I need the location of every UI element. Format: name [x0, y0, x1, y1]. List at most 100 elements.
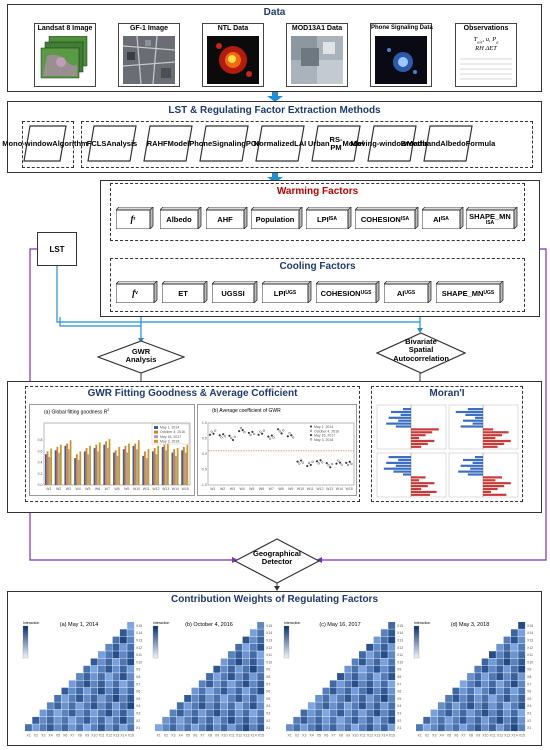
- heatmap-cell: [220, 687, 228, 695]
- heatmap-cell: [257, 709, 265, 717]
- heatmap-cell: [257, 636, 265, 644]
- coef-point: [268, 437, 272, 440]
- heatmap-cell: [481, 673, 489, 680]
- heatmap-x-label: X12: [106, 734, 112, 738]
- heatmap-cell: [90, 658, 98, 666]
- heatmap-x-label: X4: [178, 734, 182, 738]
- heatmap-cell: [337, 673, 344, 680]
- heatmap-cell: [467, 687, 474, 695]
- heatmap-cell: [307, 702, 315, 710]
- heatmap-y-label: X7: [527, 682, 531, 686]
- heatmap-cell: [184, 709, 192, 717]
- factor-subscript: UGS: [483, 290, 495, 296]
- heatmap-x-label: X2: [425, 734, 429, 738]
- heatmap-cell: [127, 643, 135, 651]
- heatmap-cell: [249, 680, 257, 688]
- bar: [147, 449, 150, 485]
- bar: [93, 448, 96, 485]
- coef-point: [299, 459, 303, 462]
- heatmap-cell: [235, 695, 243, 702]
- heatmap-cell: [249, 673, 257, 680]
- x-tick-label: W13: [326, 487, 333, 491]
- heatmap-cell: [510, 716, 518, 724]
- heatmap-y-label: X12: [266, 646, 272, 650]
- heatmap-cell: [213, 709, 221, 717]
- heatmap-cell: [329, 687, 337, 695]
- x-tick-label: W1: [210, 487, 215, 491]
- warming-group: [110, 183, 525, 241]
- data-section: Data Landsat 8 Image GF-1 Image: [7, 4, 542, 92]
- legend-entry: May 3, 2018: [160, 439, 179, 443]
- heatmap-cell: [105, 651, 113, 659]
- lst-label: LST: [49, 244, 65, 254]
- heatmap-cell: [474, 673, 482, 680]
- heatmap-cell: [46, 724, 54, 732]
- heatmap-x-label: X6: [324, 734, 328, 738]
- moran-bar-negative: [386, 422, 411, 425]
- heatmap-cell: [119, 695, 127, 702]
- heatmap-x-label: X15: [389, 734, 395, 738]
- coef-point: [241, 428, 244, 432]
- heatmap-cell: [220, 658, 228, 666]
- factor-label: f: [132, 288, 136, 298]
- coef-point: [272, 436, 275, 439]
- moran-bar-negative: [388, 416, 411, 419]
- heatmap-cell: [351, 680, 359, 688]
- moran-bar-negative: [467, 473, 483, 476]
- heatmap-cell: [351, 687, 359, 695]
- bar: [122, 449, 125, 485]
- factor-label: AI: [433, 214, 441, 224]
- heatmap-cell: [235, 687, 243, 695]
- heatmap-cell: [351, 695, 359, 702]
- coef-point: [218, 434, 221, 437]
- factor-subscript: UGS: [404, 290, 416, 296]
- factor-label: LPI: [316, 214, 329, 224]
- heatmap-cell: [127, 673, 135, 680]
- heatmap-cell: [112, 680, 120, 688]
- heatmap-cell: [191, 702, 199, 710]
- heatmap-cell: [119, 629, 127, 637]
- heatmap-cell: [220, 695, 228, 702]
- heatmap-x-label: X3: [302, 734, 306, 738]
- heatmap-cell: [213, 687, 221, 695]
- heatmap-cell: [257, 716, 265, 724]
- bar: [171, 452, 174, 485]
- heatmap-cell: [242, 680, 250, 688]
- heatmap-cell: [220, 665, 228, 673]
- heatmap-cell: [373, 658, 381, 666]
- heatmap-cell: [257, 665, 265, 673]
- heatmap-cell: [300, 709, 308, 717]
- bar: [165, 450, 168, 485]
- heatmap-y-label: X2: [527, 719, 531, 723]
- heatmap-cell: [315, 724, 323, 732]
- heatmap-title: (a) May 1, 2014: [59, 622, 99, 628]
- heatmap-y-label: X4: [397, 704, 401, 708]
- heatmap-cell: [176, 709, 184, 717]
- y-tick-label: 0.5: [202, 437, 207, 441]
- methods-section-title: LST & Regulating Factor Extraction Metho…: [168, 105, 381, 116]
- heatmap-x-label: X2: [164, 734, 168, 738]
- bar: [98, 442, 101, 485]
- heatmap-cell: [359, 680, 366, 688]
- heatmap-cell: [228, 702, 235, 710]
- heatmap-cell: [206, 716, 213, 724]
- heatmap-cell: [184, 716, 192, 724]
- heatmap-cell: [388, 658, 396, 666]
- heatmap-cell: [235, 658, 243, 666]
- heatmap-cell: [127, 665, 135, 673]
- heatmap-x-label: X3: [171, 734, 175, 738]
- heatmap-y-label: X5: [266, 697, 270, 701]
- heatmap-cell: [344, 687, 352, 695]
- bar: [134, 443, 137, 485]
- heatmap-cell: [388, 680, 396, 688]
- x-tick-label: W11: [143, 487, 150, 491]
- heatmap-cell: [489, 716, 496, 724]
- heatmap-cell: [359, 702, 366, 710]
- heatmap-cell: [459, 680, 467, 688]
- observations-table: [460, 56, 512, 82]
- moran-bar-positive: [483, 437, 496, 440]
- factor-label: COHESION: [360, 214, 401, 224]
- heatmap-cell: [249, 709, 257, 717]
